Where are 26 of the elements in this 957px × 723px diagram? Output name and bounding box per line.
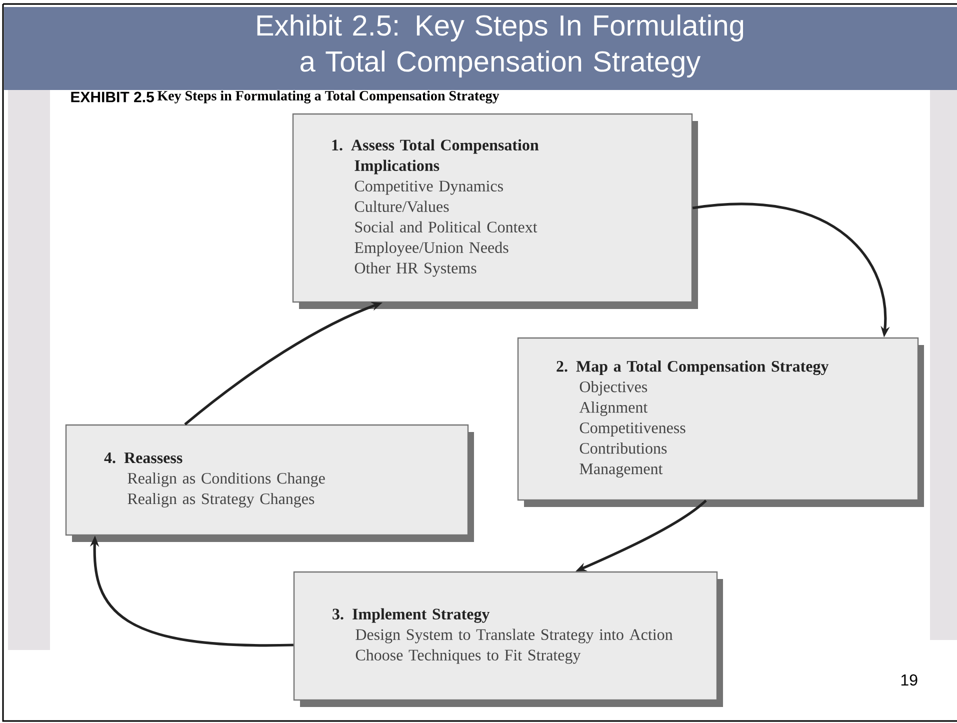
step-heading: 3. Implement Strategy (332, 608, 490, 623)
exhibit-caption: Key Steps in Formulating a Total Compensation Strategy (157, 90, 500, 104)
step-box (65, 424, 474, 542)
step-item: Contributions (580, 442, 667, 454)
title-bar: Exhibit 2.5: Key Steps In Formulating a Total Compensation Strategy (4, 7, 957, 90)
step-item: Objectives (580, 380, 648, 396)
step-item: Realign as Strategy Changes (128, 492, 314, 508)
step-box (293, 571, 723, 707)
step-heading: 1. Assess Total Compensation Implications (332, 139, 539, 174)
step-item: Choose Techniques to Fit Strategy (356, 649, 581, 664)
step-item: Culture/Values (354, 200, 449, 212)
exhibit-number: EXHIBIT 2.5 (71, 92, 154, 102)
step-box (517, 337, 924, 507)
step-item: Employee/Union Needs (354, 242, 508, 256)
step-box (292, 113, 698, 309)
step-item: Social and Political Context (355, 221, 538, 232)
step-item: Other HR Systems (354, 262, 476, 277)
step-heading: 4. Reassess (104, 452, 182, 464)
step-heading: 2. Map a Total Compensation Strategy (556, 360, 829, 376)
step-item: Design System to Translate Strategy into Action (356, 628, 673, 644)
step-item: Realign as Conditions Change (128, 472, 325, 487)
step-item: Competitiveness (580, 422, 686, 436)
step-item: Alignment (579, 401, 648, 416)
page-number: 19 (901, 674, 918, 686)
step-item: Competitive Dynamics (354, 180, 503, 195)
step-item: Management (580, 464, 663, 478)
